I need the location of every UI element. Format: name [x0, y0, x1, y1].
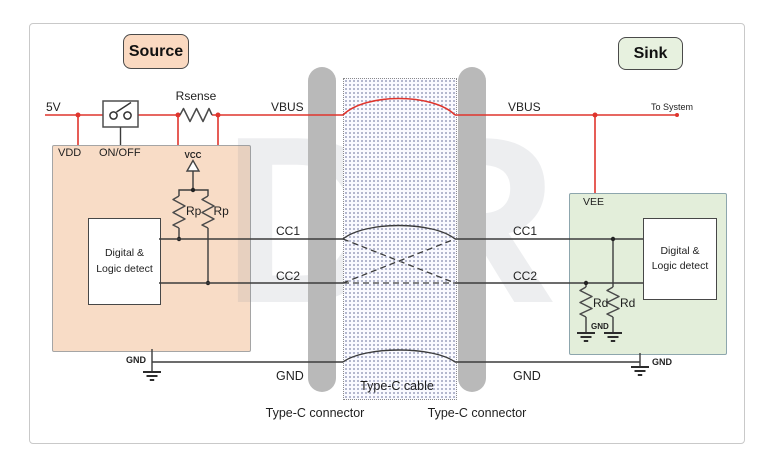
- rp-left-label: Rp: [186, 204, 202, 218]
- rsense-resistor: [179, 107, 213, 123]
- sink-chip-line1: Digital &: [660, 244, 700, 257]
- supply-5v-label: 5V: [46, 100, 61, 114]
- sink-badge: Sink: [618, 37, 683, 70]
- gnd-line-right-label: GND: [513, 369, 541, 383]
- vbus-left-label: VBUS: [271, 100, 304, 114]
- sink-gnd-small-label: GND: [591, 322, 609, 331]
- gnd-line-left-label: GND: [276, 369, 304, 383]
- source-chip-line2: Logic detect: [96, 262, 153, 275]
- cc2-wire: [159, 238, 643, 284]
- source-badge: Source: [123, 34, 189, 69]
- to-system-label: To System: [651, 102, 694, 112]
- rd-left-label: Rd: [593, 296, 609, 310]
- rd-pulldown-network: [577, 236, 622, 342]
- source-logic-chip: Digital & Logic detect: [88, 218, 161, 305]
- source-chip-line1: Digital &: [104, 247, 145, 260]
- rd-right-label: Rd: [620, 296, 636, 310]
- rsense-label: Rsense: [175, 89, 217, 103]
- type-c-connector-left-shape: [308, 67, 336, 392]
- sink-badge-label: Sink: [633, 44, 668, 62]
- type-c-connector-right-shape: [458, 67, 486, 392]
- cc2-right-label: CC2: [513, 269, 538, 283]
- gnd-wire: [143, 349, 649, 381]
- cc1-right-label: CC1: [513, 224, 538, 238]
- type-c-cable-area: [343, 78, 457, 400]
- vbus-right-label: VBUS: [508, 100, 541, 114]
- type-c-connector-left-label: Type-C connector: [265, 406, 365, 420]
- vee-pin-label: VEE: [583, 196, 605, 208]
- sink-logic-chip: Digital & Logic detect: [643, 218, 717, 300]
- sink-chip-line2: Logic detect: [651, 260, 709, 272]
- cc2-left-label: CC2: [276, 269, 301, 283]
- onoff-switch-icon: [102, 100, 139, 145]
- source-badge-label: Source: [128, 42, 184, 60]
- cc1-left-label: CC1: [276, 224, 301, 238]
- cc1-wire: [159, 224, 643, 240]
- rp-right-label: Rp: [213, 204, 229, 218]
- source-gnd-label: GND: [126, 355, 146, 365]
- vdd-pin-label: VDD: [58, 147, 82, 159]
- onoff-pin-label: ON/OFF: [99, 147, 141, 159]
- vbus-wire: [45, 97, 679, 193]
- vcc-label: VCC: [184, 151, 202, 160]
- rp-pullup-network: [172, 159, 215, 286]
- type-c-cable-label: Type-C cable: [360, 379, 434, 393]
- sink-gnd-label: GND: [652, 357, 672, 367]
- type-c-connector-right-label: Type-C connector: [427, 406, 527, 420]
